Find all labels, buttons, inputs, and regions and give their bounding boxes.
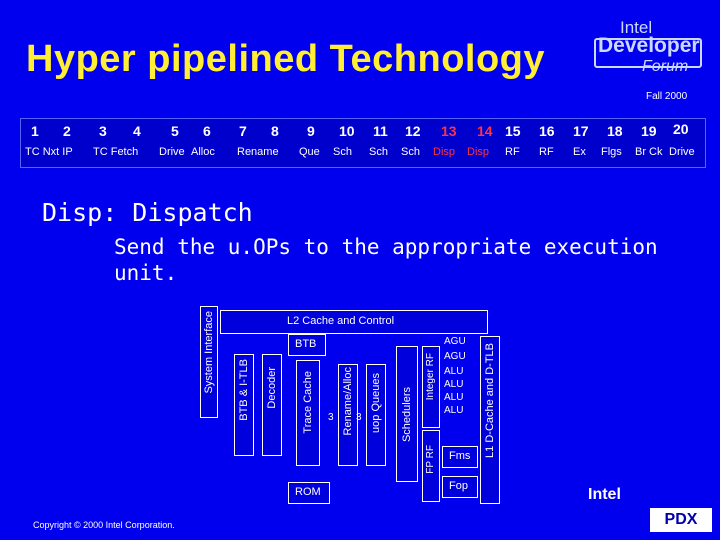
stage-name: Sch xyxy=(401,146,420,158)
stage-name: Drive xyxy=(159,146,185,158)
fms-label: Fms xyxy=(449,450,471,462)
intel-developer-forum-logo: Intel Developer Forum xyxy=(594,18,704,82)
exec-unit: ALU xyxy=(444,392,464,403)
logo-line1: Intel xyxy=(620,18,653,37)
schedulers-label: Schedulers xyxy=(401,387,413,443)
stage-number-highlight: 13 xyxy=(441,123,457,139)
execution-units: AGU AGU ALU ALU ALU ALU xyxy=(444,336,478,422)
stage-number: 5 xyxy=(171,123,179,139)
slide-title: Hyper pipelined Technology xyxy=(26,38,546,80)
stage-name-highlight: Disp xyxy=(433,146,456,158)
stage-name: RF xyxy=(539,146,554,158)
rename-alloc-label: Rename/Alloc xyxy=(342,367,354,436)
stage-number: 8 xyxy=(271,123,279,139)
fop-label: Fop xyxy=(449,480,468,492)
stage-number: 16 xyxy=(539,123,555,139)
stage-name: Rename xyxy=(237,146,279,158)
l1-dcache-label: L1 D-Cache and D-TLB xyxy=(484,343,496,458)
integer-rf-block: Integer RF xyxy=(422,346,440,428)
fp-rf-label: FP RF xyxy=(425,445,436,474)
stage-name: RF xyxy=(505,146,520,158)
exec-unit: ALU xyxy=(444,405,464,416)
uop-queues-label: uop Queues xyxy=(370,373,382,433)
fop-block: Fop xyxy=(442,476,478,498)
exec-unit: AGU xyxy=(444,351,466,362)
btb-label: BTB xyxy=(295,338,317,350)
exec-unit: ALU xyxy=(444,379,464,390)
system-interface-label: System Interface xyxy=(203,311,215,394)
decoder-label: Decoder xyxy=(266,367,278,409)
exec-unit: AGU xyxy=(444,336,466,347)
copyright: Copyright © 2000 Intel Corporation. xyxy=(33,520,175,530)
stage-description: Send the u.OPs to the appropriate execut… xyxy=(114,235,658,285)
exec-unit: ALU xyxy=(444,366,464,377)
stage-number-highlight: 14 xyxy=(477,123,493,139)
logo-frame xyxy=(594,38,702,68)
btb-block: BTB xyxy=(288,334,326,356)
stage-number: 17 xyxy=(573,123,589,139)
logo-line3: Forum xyxy=(642,58,689,75)
l2-cache-block: L2 Cache and Control xyxy=(220,310,488,334)
stage-name: Ex xyxy=(573,146,586,158)
stage-name: Drive xyxy=(669,146,695,158)
logo-line2: Developer xyxy=(598,34,700,57)
stage-number: 11 xyxy=(373,123,388,139)
fall-label: Fall 2000 xyxy=(646,91,688,102)
schedulers-block: Schedulers xyxy=(396,346,418,482)
stage-number: 10 xyxy=(339,123,355,139)
system-interface-block: System Interface xyxy=(200,306,218,418)
pipeline-stage-bar: 1 2 3 4 5 6 7 8 9 10 11 12 13 14 15 16 1… xyxy=(20,118,706,168)
stage-number: 7 xyxy=(239,123,247,139)
stage-number: 9 xyxy=(307,123,315,139)
trace-cache-block: Trace Cache xyxy=(296,360,320,466)
stage-name: TC Nxt IP xyxy=(25,146,73,158)
stage-name-highlight: Disp xyxy=(467,146,490,158)
rom-block: ROM xyxy=(288,482,330,504)
btb-itlb-block: BTB & I-TLB xyxy=(234,354,254,456)
stage-number: 20 xyxy=(673,121,689,137)
btb-itlb-label: BTB & I-TLB xyxy=(238,359,250,421)
pdx-badge: PDX xyxy=(650,508,712,532)
fms-block: Fms xyxy=(442,446,478,468)
uop-width-label: 3 xyxy=(356,412,362,423)
l2-cache-label: L2 Cache and Control xyxy=(287,315,395,327)
stage-number: 12 xyxy=(405,123,421,139)
uop-queues-block: uop Queues xyxy=(366,364,386,466)
stage-name: Br Ck xyxy=(635,146,663,158)
stage-number: 2 xyxy=(63,123,71,139)
stage-name: Alloc xyxy=(191,146,215,158)
stage-name: Que xyxy=(299,146,320,158)
stage-name: Sch xyxy=(333,146,352,158)
stage-number: 6 xyxy=(203,123,211,139)
stage-name: Flgs xyxy=(601,146,622,158)
stage-name: Sch xyxy=(369,146,388,158)
stage-name: TC Fetch xyxy=(93,146,139,158)
trace-cache-label: Trace Cache xyxy=(302,371,314,434)
pipeline-block-diagram: L2 Cache and Control System Interface BT… xyxy=(200,306,510,510)
decoder-block: Decoder xyxy=(262,354,282,456)
intel-logo: Intel xyxy=(588,486,621,503)
fp-rf-block: FP RF xyxy=(422,430,440,502)
stage-number: 3 xyxy=(99,123,107,139)
l1-dcache-block: L1 D-Cache and D-TLB xyxy=(480,336,500,504)
stage-number: 4 xyxy=(133,123,141,139)
stage-heading: Disp: Dispatch xyxy=(42,198,253,227)
uop-width-label: 3 xyxy=(328,412,334,423)
stage-number: 18 xyxy=(607,123,623,139)
rename-alloc-block: Rename/Alloc xyxy=(338,364,358,466)
rom-label: ROM xyxy=(295,486,321,498)
stage-number: 19 xyxy=(641,123,657,139)
stage-number: 1 xyxy=(31,123,39,139)
integer-rf-label: Integer RF xyxy=(425,353,436,401)
stage-number: 15 xyxy=(505,123,521,139)
